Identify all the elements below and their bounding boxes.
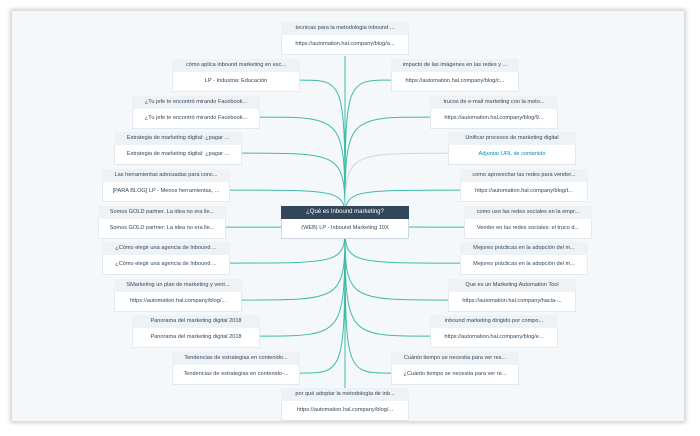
child-node-left[interactable]: Panorama del marketing digital 2018 Pano… [132, 315, 260, 349]
connector-line [344, 152, 449, 224]
node-body: https://automation.hal.company/blog/... [114, 292, 242, 312]
node-title: impacto de las imágenes en las redes y .… [391, 59, 519, 72]
node-title: Panorama del marketing digital 2018 [132, 315, 260, 328]
node-body: [PARA BLOG] LP - Menos herramientas, ... [102, 182, 230, 202]
node-title: tecnicas para la metodologia inbound ... [281, 22, 409, 35]
node-body: https://automation.hal.company/blog/9... [430, 109, 558, 129]
child-node-left[interactable]: SMarketing un plan de marketing y vent..… [114, 279, 242, 313]
connector-line [344, 116, 431, 224]
node-title: como uso las redes sociales en la empr..… [464, 206, 592, 219]
node-title: Tendencias de estrategias en contenido..… [172, 352, 300, 365]
child-node-right[interactable]: Cuánto tiempo se necesita para ver res..… [391, 352, 519, 386]
node-body: ¿Cuánto tiempo se necesita para ver re..… [391, 365, 519, 385]
child-node-right[interactable]: como aprovechar las redes para vender...… [460, 169, 588, 203]
node-body: https://automation.hal.company/blog/e... [430, 328, 558, 348]
node-title: Mejores prácticas en la adopción del m..… [460, 242, 588, 255]
child-node-left[interactable]: cómo aplica inbound marketing en esc... … [172, 59, 300, 93]
child-node-bottom[interactable]: por qué adoptar la metodología de inb...… [281, 388, 409, 422]
node-body: https://automation.hal.company/blog/t... [460, 182, 588, 202]
child-node-right[interactable]: impacto de las imágenes en las redes y .… [391, 59, 519, 93]
child-node-left[interactable]: ¿Tu jefe te encontró mirando Facebook...… [132, 96, 260, 130]
node-body: Tendencias de estrategias en contenido-.… [172, 365, 300, 385]
node-title: Cuánto tiempo se necesita para ver res..… [391, 352, 519, 365]
child-node-top[interactable]: tecnicas para la metodologia inbound ...… [281, 22, 409, 56]
node-body: https://automation.hal.company/hacia-... [448, 292, 576, 312]
child-node-right[interactable]: Unificar procesos de marketing digital A… [448, 132, 576, 166]
node-title: Las herramientas adecuadas para conc... [102, 169, 230, 182]
connector-line [299, 79, 346, 224]
center-node-title: ¿Qué es Inbound marketing? [281, 206, 409, 219]
node-body: Panorama del marketing digital 2018 [132, 328, 260, 348]
node-body: Somos GOLD partner: La idea no era lle..… [98, 219, 226, 239]
node-title: Unificar procesos de marketing digital [448, 132, 576, 145]
child-node-left[interactable]: Tendencias de estrategias en contenido..… [172, 352, 300, 386]
node-body: https://automation.hal.company/blog/c... [391, 72, 519, 92]
node-body: Mejores prácticas en la adopción del m..… [460, 255, 588, 275]
center-node[interactable]: ¿Qué es Inbound marketing? (WEB) LP - In… [281, 206, 409, 240]
child-node-right[interactable]: como uso las redes sociales en la empr..… [464, 206, 592, 240]
node-body: Estrategia de marketing digital: ¿pagar … [114, 145, 242, 165]
node-title: SMarketing un plan de marketing y vent..… [114, 279, 242, 292]
child-node-left[interactable]: Las herramientas adecuadas para conc... … [102, 169, 230, 203]
node-body: https://automation.hal.company/blog/a... [281, 35, 409, 55]
node-body: LP - Industria: Educación [172, 72, 300, 92]
center-node-body: (WEB) LP - Inbound Marketing 10X [281, 219, 409, 239]
node-title: Somos GOLD partner. La idea no era lle..… [98, 206, 226, 219]
child-node-left[interactable]: ¿Cómo elegir una agencia de Inbound ... … [102, 242, 230, 276]
node-title: inbound marketing dirigido por compo... [430, 315, 558, 328]
child-node-right[interactable]: Que es un Marketing Automation Tool http… [448, 279, 576, 313]
child-node-left[interactable]: Somos GOLD partner. La idea no era lle..… [98, 206, 226, 240]
attach-url-link[interactable]: Adjuntar URL de contenido [448, 145, 576, 165]
node-title: ¿Tu jefe te encontró mirando Facebook... [132, 96, 260, 109]
connector-line [344, 222, 392, 374]
child-node-right[interactable]: trucos de e-mail marketing con la meto..… [430, 96, 558, 130]
child-node-right[interactable]: inbound marketing dirigido por compo... … [430, 315, 558, 349]
node-title: ¿Cómo elegir una agencia de Inbound ... [102, 242, 230, 255]
node-title: Estrategia de marketing digital: ¿pagar … [114, 132, 242, 145]
node-body: ¿Tu jefe te encontró mirando Facebook... [132, 109, 260, 129]
child-node-right[interactable]: Mejores prácticas en la adopción del m..… [460, 242, 588, 276]
child-node-left[interactable]: Estrategia de marketing digital: ¿pagar … [114, 132, 242, 166]
node-body: ¿Cómo elegir una agencia de Inbound ... [102, 255, 230, 275]
node-body: Vender en las redes sociales: el truco d… [464, 219, 592, 239]
node-title: cómo aplica inbound marketing en esc... [172, 59, 300, 72]
connector-line [344, 79, 392, 224]
node-title: trucos de e-mail marketing con la meto..… [430, 96, 558, 109]
node-body: https://automation.hal.company/blog/... [281, 401, 409, 421]
node-title: por qué adoptar la metodología de inb... [281, 388, 409, 401]
node-title: como aprovechar las redes para vender... [460, 169, 588, 182]
node-title: Que es un Marketing Automation Tool [448, 279, 576, 292]
